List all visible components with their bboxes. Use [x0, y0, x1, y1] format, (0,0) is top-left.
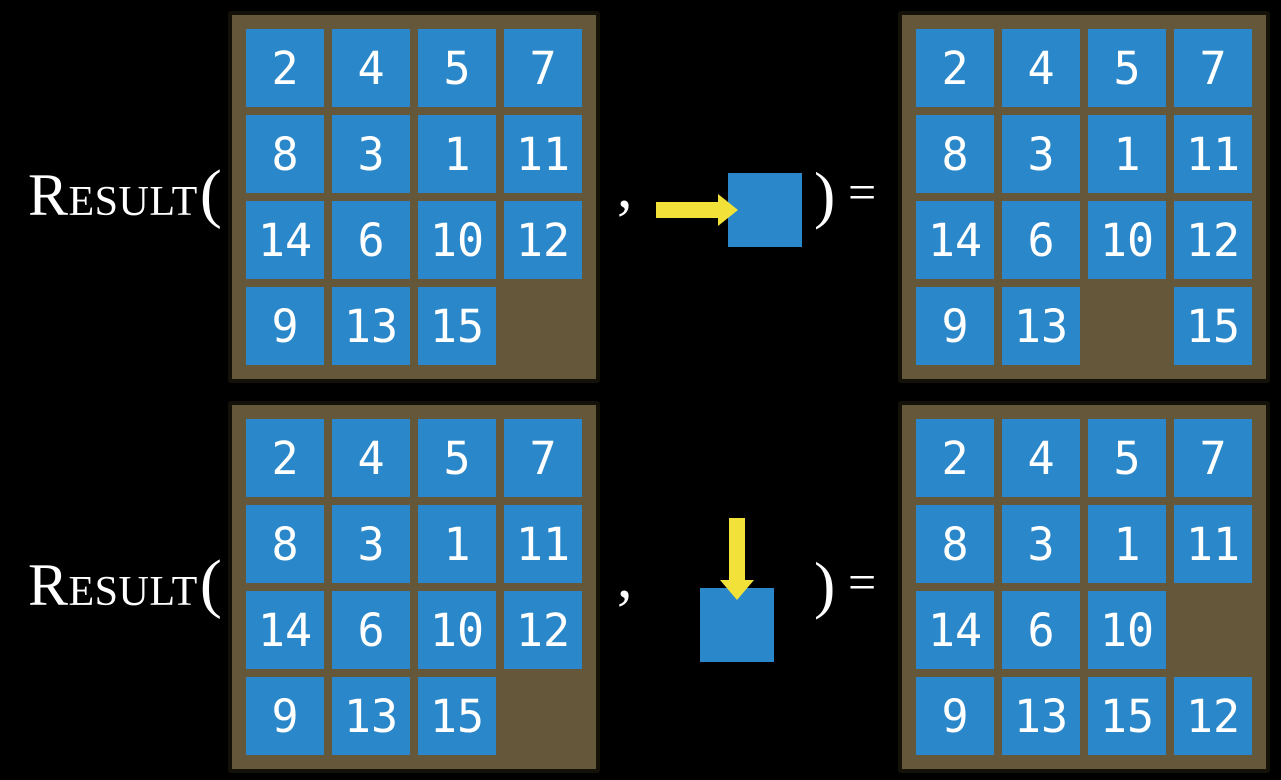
action-operand-right — [656, 173, 802, 247]
tile-6: 6 — [1002, 591, 1080, 669]
tile-10: 10 — [1088, 591, 1166, 669]
tile-9: 9 — [246, 677, 324, 755]
tile-1: 1 — [418, 505, 496, 583]
close-paren: ) — [814, 549, 836, 620]
tile-8: 8 — [246, 115, 324, 193]
tile-1: 1 — [1088, 505, 1166, 583]
tile-15: 15 — [1174, 287, 1252, 365]
tile-5: 5 — [418, 419, 496, 497]
tile-8: 8 — [916, 505, 994, 583]
tile-4: 4 — [1002, 419, 1080, 497]
result-function-label: Result ( — [28, 161, 222, 227]
blank-cell — [504, 677, 582, 755]
tile-4: 4 — [332, 419, 410, 497]
arrow-down-icon — [720, 518, 754, 600]
tile-8: 8 — [246, 505, 324, 583]
result-function-label: Result ( — [28, 551, 222, 617]
tile-14: 14 — [916, 201, 994, 279]
tile-12: 12 — [1174, 677, 1252, 755]
tile-9: 9 — [246, 287, 324, 365]
tile-5: 5 — [418, 29, 496, 107]
tile-6: 6 — [332, 591, 410, 669]
tile-10: 10 — [1088, 201, 1166, 279]
equals-sign: = — [848, 554, 877, 610]
blank-cell — [1088, 287, 1166, 365]
tile-13: 13 — [1002, 677, 1080, 755]
arrow-head — [718, 194, 738, 226]
tile-3: 3 — [1002, 505, 1080, 583]
tile-7: 7 — [504, 29, 582, 107]
comma-separator: , — [617, 543, 633, 611]
tile-13: 13 — [1002, 287, 1080, 365]
function-name: Result — [28, 162, 198, 228]
open-paren: ( — [199, 547, 222, 620]
arrow-right-icon — [656, 194, 738, 226]
arrow-head — [720, 580, 754, 600]
tile-5: 5 — [1088, 419, 1166, 497]
tile-11: 11 — [1174, 505, 1252, 583]
tile-14: 14 — [916, 591, 994, 669]
tile-3: 3 — [1002, 115, 1080, 193]
function-name: Result — [28, 552, 198, 618]
tile-11: 11 — [504, 505, 582, 583]
tile-1: 1 — [1088, 115, 1166, 193]
tile-5: 5 — [1088, 29, 1166, 107]
tile-2: 2 — [246, 419, 324, 497]
tile-12: 12 — [504, 591, 582, 669]
tile-7: 7 — [1174, 29, 1252, 107]
comma-separator: , — [617, 153, 633, 221]
open-paren: ( — [199, 157, 222, 230]
action-tile-square — [728, 173, 802, 247]
tile-9: 9 — [916, 677, 994, 755]
action-tile-square — [700, 588, 774, 662]
tile-1: 1 — [418, 115, 496, 193]
tile-4: 4 — [332, 29, 410, 107]
tile-3: 3 — [332, 115, 410, 193]
tile-14: 14 — [246, 201, 324, 279]
tile-10: 10 — [418, 591, 496, 669]
tile-13: 13 — [332, 287, 410, 365]
tile-8: 8 — [916, 115, 994, 193]
tile-2: 2 — [916, 29, 994, 107]
tile-3: 3 — [332, 505, 410, 583]
tile-15: 15 — [418, 677, 496, 755]
tile-11: 11 — [1174, 115, 1252, 193]
tile-15: 15 — [418, 287, 496, 365]
arrow-shaft — [656, 202, 720, 218]
tile-12: 12 — [504, 201, 582, 279]
tile-12: 12 — [1174, 201, 1252, 279]
tile-2: 2 — [246, 29, 324, 107]
tile-9: 9 — [916, 287, 994, 365]
tile-11: 11 — [504, 115, 582, 193]
tile-7: 7 — [1174, 419, 1252, 497]
tile-13: 13 — [332, 677, 410, 755]
tile-6: 6 — [332, 201, 410, 279]
tile-7: 7 — [504, 419, 582, 497]
close-paren: ) — [814, 159, 836, 230]
tile-14: 14 — [246, 591, 324, 669]
action-operand-down — [700, 518, 774, 662]
tile-10: 10 — [418, 201, 496, 279]
tile-6: 6 — [1002, 201, 1080, 279]
tile-4: 4 — [1002, 29, 1080, 107]
equals-sign: = — [848, 164, 877, 220]
blank-cell — [504, 287, 582, 365]
tile-15: 15 — [1088, 677, 1166, 755]
blank-cell — [1174, 591, 1252, 669]
tile-2: 2 — [916, 419, 994, 497]
arrow-shaft — [729, 518, 745, 582]
